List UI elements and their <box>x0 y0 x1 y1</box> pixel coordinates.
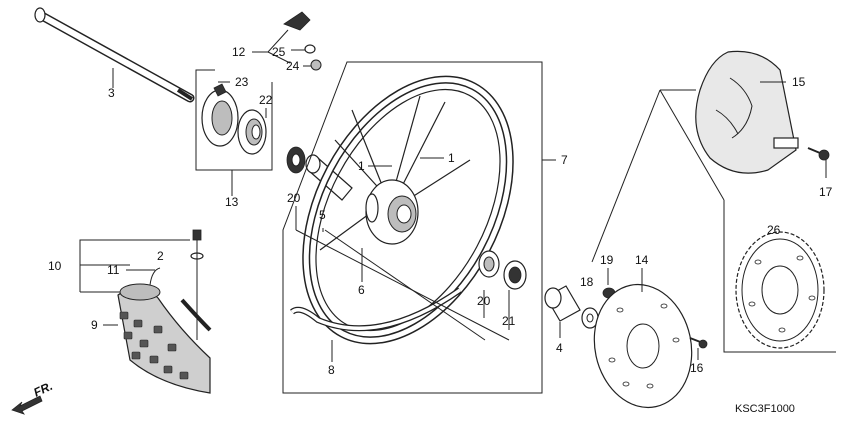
disc-screw[interactable] <box>689 337 708 349</box>
callout-7: 7 <box>561 153 568 167</box>
callout-20a: 20 <box>287 191 301 205</box>
callout-1b: 1 <box>448 151 455 165</box>
callout-9: 9 <box>91 318 98 332</box>
dust-seal[interactable] <box>503 260 527 290</box>
callout-8: 8 <box>328 363 335 377</box>
callout-26: 26 <box>767 223 781 237</box>
front-direction-arrow-icon <box>11 395 43 415</box>
callout-23: 23 <box>235 75 249 89</box>
callout-16: 16 <box>690 361 704 375</box>
hub[interactable] <box>365 179 419 245</box>
callout-13: 13 <box>225 195 239 209</box>
tire[interactable] <box>117 283 211 394</box>
callout-11: 11 <box>107 263 120 277</box>
rim-band[interactable] <box>290 287 462 332</box>
callout-17: 17 <box>819 185 833 199</box>
washer[interactable] <box>581 307 599 329</box>
callout-22: 22 <box>259 93 273 107</box>
direction-label: FR. <box>31 379 54 400</box>
inner-tube[interactable] <box>149 267 212 332</box>
gearbox-assembly[interactable] <box>201 83 267 155</box>
callout-5: 5 <box>319 208 326 222</box>
callout-20b: 20 <box>477 294 491 308</box>
callout-24: 24 <box>286 59 300 73</box>
callout-3: 3 <box>108 86 115 100</box>
callout-25: 25 <box>272 45 286 59</box>
callout-4: 4 <box>556 341 563 355</box>
callout-6: 6 <box>358 283 365 297</box>
valve[interactable] <box>190 229 204 340</box>
callout-15: 15 <box>792 75 806 89</box>
bearing-left[interactable] <box>286 146 306 174</box>
callout-18: 18 <box>580 275 594 289</box>
callout-14: 14 <box>635 253 649 267</box>
callout-2: 2 <box>157 249 164 263</box>
callout-21: 21 <box>502 314 516 328</box>
axle[interactable] <box>34 7 195 103</box>
cover-bolt[interactable] <box>807 147 830 161</box>
spacer[interactable] <box>544 285 581 322</box>
callout-19: 19 <box>600 253 614 267</box>
disc-cover[interactable] <box>695 50 799 174</box>
valve-cap-set[interactable] <box>283 11 322 71</box>
diagram-code: KSC3F1000 <box>735 403 795 415</box>
callout-12: 12 <box>232 45 246 59</box>
oversize-brake-disc[interactable] <box>735 231 825 349</box>
bearing-right[interactable] <box>478 250 500 278</box>
callout-1a: 1 <box>358 159 365 173</box>
callout-10: 10 <box>48 259 62 273</box>
brake-disc[interactable] <box>583 275 703 416</box>
